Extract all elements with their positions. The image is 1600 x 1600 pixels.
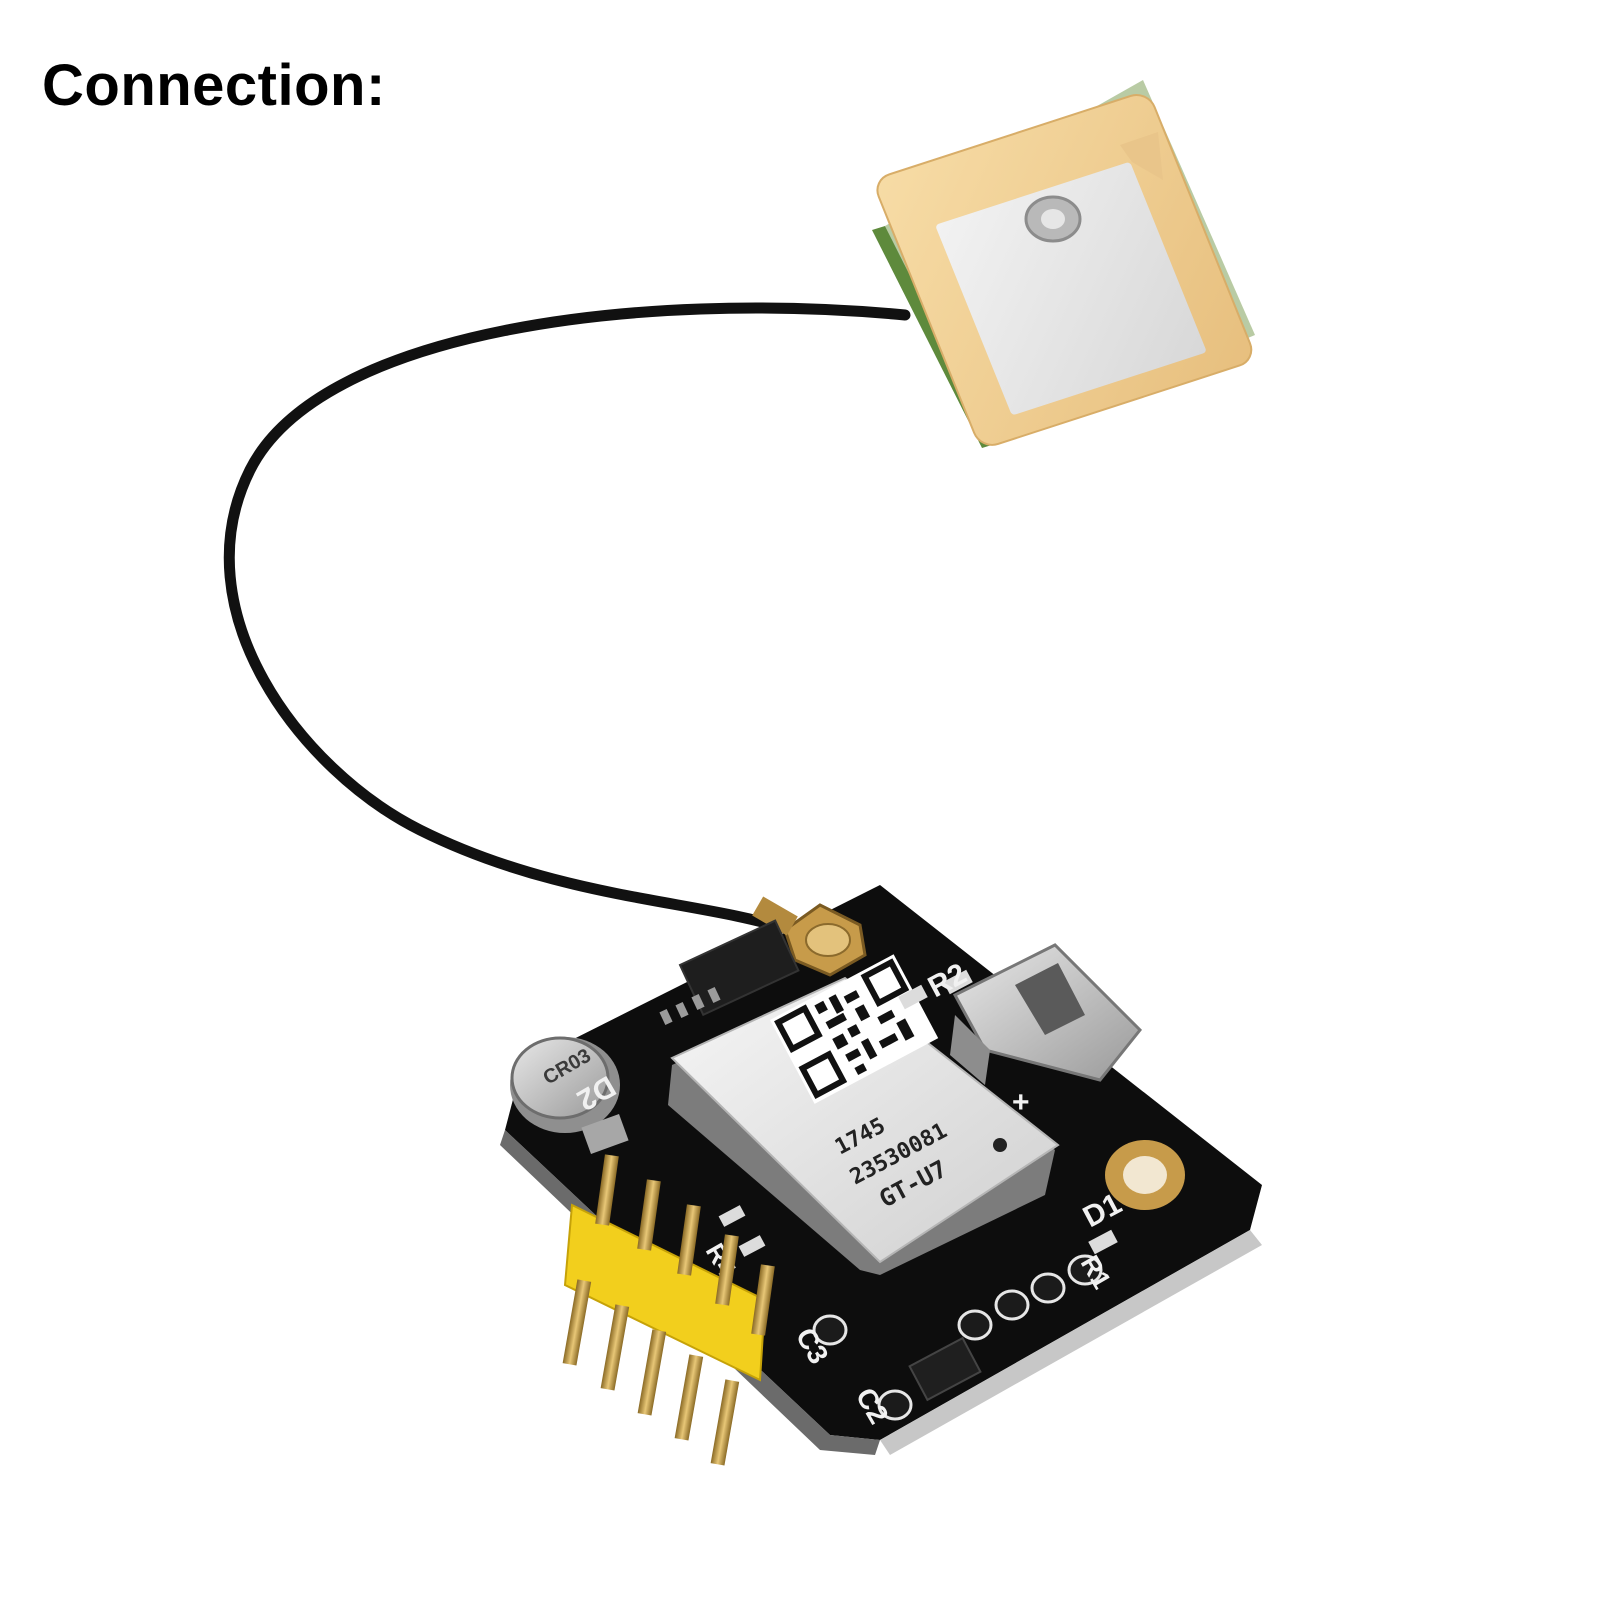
header-pin-2 [600, 1179, 661, 1391]
gps-module-shield: 1745 23530081 GT-U7 [668, 954, 1060, 1275]
qr-code [770, 954, 939, 1104]
gps-pcb: CR03 1745 [500, 885, 1262, 1455]
patch-antenna [872, 80, 1255, 448]
header-pin-3 [637, 1204, 701, 1416]
label-plus: + [1012, 1086, 1030, 1119]
antenna-cable [223, 302, 911, 936]
page-title: Connection: [42, 53, 386, 118]
micro-usb-port [950, 943, 1143, 1085]
backup-battery: CR03 [510, 1036, 629, 1154]
header-pin-1 [562, 1154, 619, 1366]
header-pin-5 [710, 1264, 775, 1466]
mounting-hole [1105, 1140, 1185, 1210]
regulator-ic [908, 1336, 982, 1402]
ufl-connector [752, 896, 867, 977]
header-pin-4 [674, 1234, 739, 1441]
pin-header [562, 1154, 775, 1466]
